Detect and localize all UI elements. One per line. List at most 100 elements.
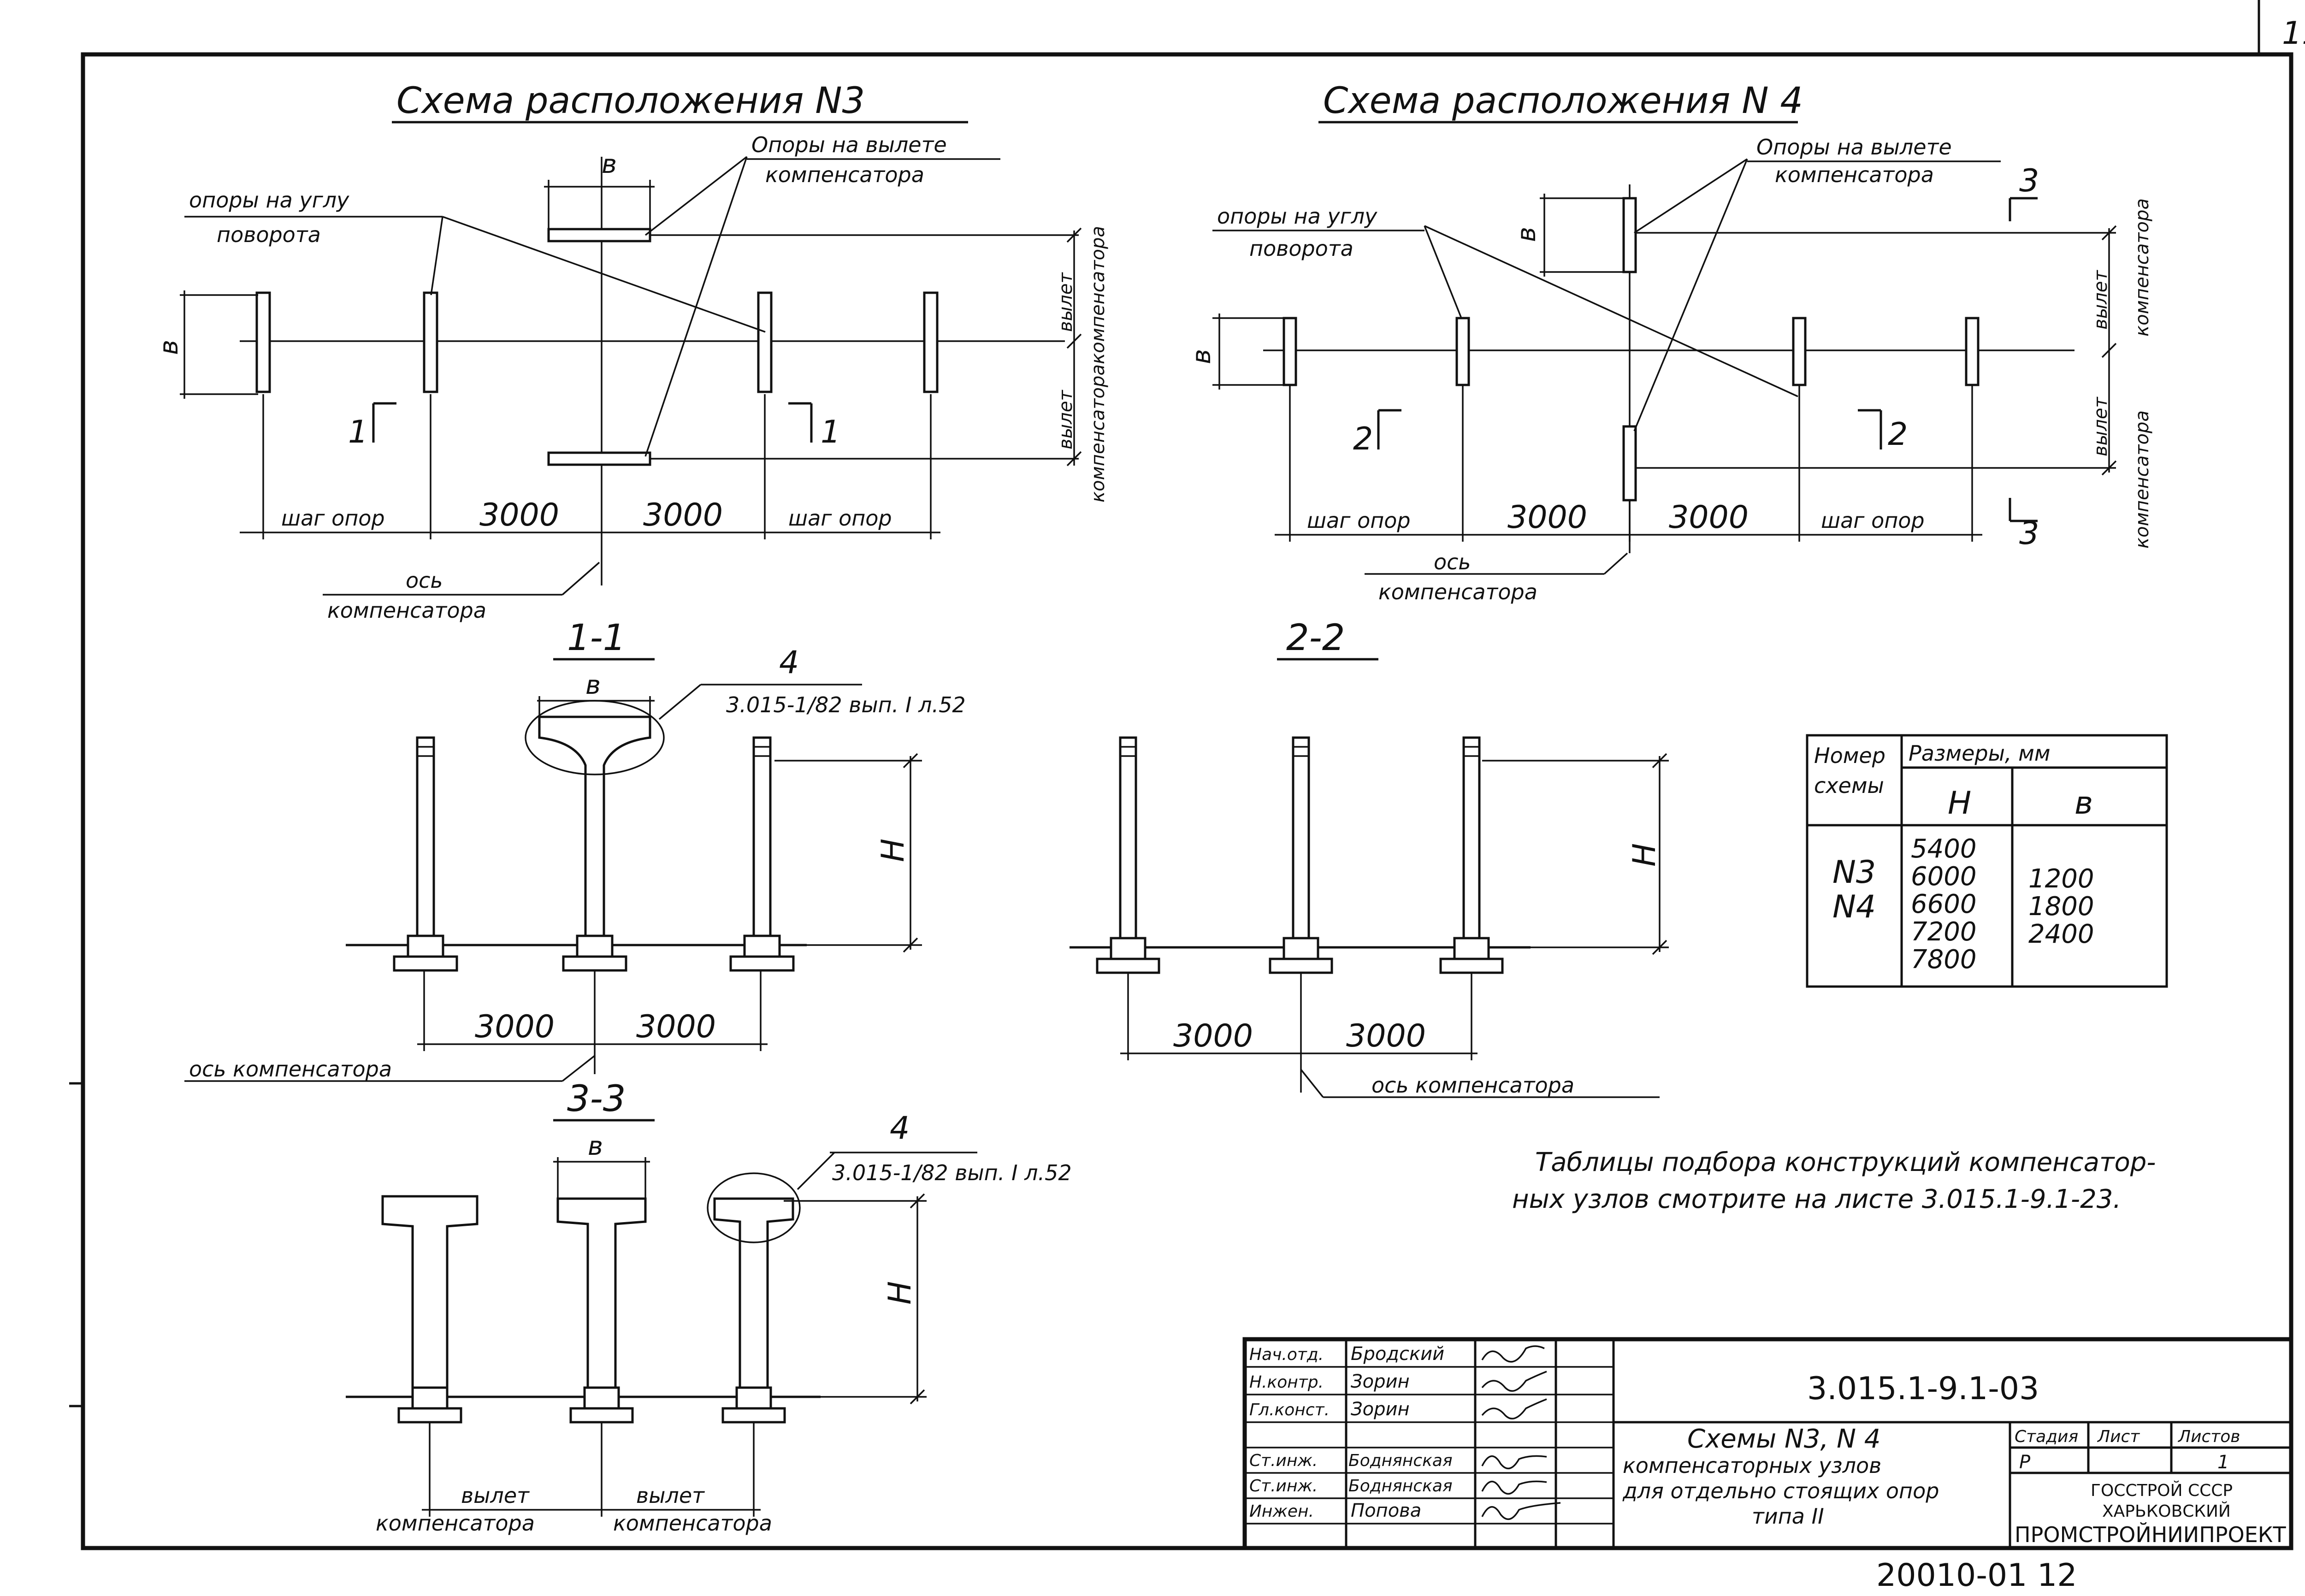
outrigger-label: вылет [1055, 272, 1076, 332]
section-mark-2: 2 [1888, 416, 1908, 453]
column-foot [397, 1407, 462, 1424]
dim-b-left: в [154, 340, 184, 355]
stage-header: Стадия [2015, 1427, 2078, 1446]
outrigger-label: компенсатора [2132, 410, 2153, 549]
signer-role: Инжен. [1249, 1502, 1314, 1521]
support-post [423, 291, 438, 393]
signer-role: Нач.отд. [1249, 1345, 1324, 1364]
section-1-1: 1-1 в 4 3.015-1/82 вып. I л.52 [184, 617, 966, 1082]
section-mark-3: 3 [2019, 515, 2039, 552]
outrigger-label: вылет [2090, 396, 2111, 456]
dim-h: Н [882, 1281, 918, 1305]
scheme-4-plan: Схема расположения N 4 в в опоры на углу [1187, 80, 2153, 604]
table-h-value: 7800 [1911, 945, 1977, 975]
description-line: для отдельно стоящих опор [1622, 1478, 1939, 1503]
section-mark-1: 1 [821, 414, 840, 450]
column-base [411, 1386, 449, 1410]
signer-role: Ст.инж. [1249, 1451, 1318, 1470]
outrigger-label: компенсатора [376, 1511, 535, 1536]
section-2-2: 2-2 Н 3000 3000 ось компенсатора [1070, 617, 1669, 1098]
outrigger-support [547, 228, 651, 242]
section-2-2-title: 2-2 [1286, 617, 1345, 659]
column-foot [729, 955, 795, 972]
outrigger-label: компенсатора [1087, 364, 1109, 502]
span-3000: 3000 [1669, 499, 1749, 536]
signer-name: Зорин [1351, 1399, 1410, 1420]
section-3-3: 3-3 в 4 3.015-1/82 вып. I л.52 Н вылет [346, 1078, 1072, 1536]
drawing-code: 3.015.1-9.1-03 [1807, 1371, 2039, 1407]
span-3000: 3000 [475, 1009, 555, 1045]
org-line: ХАРЬКОВСКИЙ [2102, 1501, 2231, 1521]
column-foot [1096, 958, 1160, 974]
axis-label: компенсатора [1378, 579, 1537, 604]
step-label: шаг опор [1307, 508, 1411, 533]
table-scheme: N4 [1832, 889, 1876, 925]
column-foot [721, 1407, 786, 1424]
title-block: Нач.отд. Бродский Н.контр. Зорин Гл.конс… [1242, 1337, 2293, 1550]
span-3000: 3000 [1173, 1018, 1253, 1054]
step-label: шаг опор [281, 506, 385, 531]
column-foot [569, 1407, 634, 1424]
dim-b: в [585, 670, 601, 700]
scheme-3-plan: Схема расположения N3 в в оп [154, 80, 1109, 623]
table-col-b: в [2074, 785, 2093, 822]
signer-role: Ст.инж. [1249, 1477, 1318, 1496]
outrigger-label: вылет [1055, 390, 1076, 449]
axis-label: ось компенсатора [1371, 1073, 1574, 1098]
signer-name: Боднянская [1348, 1477, 1453, 1496]
signer-name: Попова [1351, 1500, 1421, 1521]
support-post [1965, 317, 1980, 386]
callout-reference: 3.015-1/82 вып. I л.52 [832, 1160, 1072, 1185]
t-head-column [713, 1197, 794, 1394]
column-base [735, 1386, 772, 1410]
dim-b: в [1512, 227, 1542, 242]
table-header-sizes: Размеры, мм [1909, 741, 2051, 766]
support-post [923, 291, 939, 393]
outrigger-label: компенсатора [2132, 198, 2153, 337]
column-base [1453, 937, 1490, 960]
column-base [1110, 937, 1147, 960]
signature [1481, 1455, 1547, 1470]
table-h-value: 6600 [1911, 889, 1977, 919]
step-label: шаг опор [788, 506, 892, 531]
column-foot [393, 955, 458, 972]
org-line: ПРОМСТРОЙНИИПРОЕКТ [2015, 1522, 2286, 1547]
table-h-value: 5400 [1911, 834, 1977, 864]
column-base [583, 1386, 620, 1410]
stage-value: Р [2019, 1452, 2031, 1473]
column-foot [1269, 958, 1333, 974]
scheme-3-title: Схема расположения N3 [396, 80, 865, 122]
column-post [1119, 736, 1137, 944]
column-post [1292, 736, 1310, 944]
section-1-1-title: 1-1 [567, 617, 626, 659]
signature [1481, 1398, 1547, 1420]
table-h-value: 7200 [1911, 917, 1977, 947]
outrigger-label: вылет [636, 1483, 705, 1508]
table-b-value: 1800 [2028, 892, 2094, 922]
corner-supports-label: поворота [217, 222, 321, 247]
span-3000: 3000 [1507, 499, 1587, 536]
dimensions-table: Номер схемы Размеры, мм Н в N3 N4 5400 6… [1806, 734, 2168, 988]
callout-number: 4 [890, 1110, 910, 1147]
support-post [1283, 317, 1297, 386]
signature [1481, 1345, 1545, 1363]
signer-role: Н.контр. [1249, 1373, 1324, 1392]
table-h-value: 6000 [1911, 862, 1977, 892]
column-base [576, 934, 614, 958]
outrigger-label: вылет [461, 1483, 530, 1508]
sheets-value: 1 [2217, 1452, 2229, 1473]
support-post [757, 291, 773, 393]
column-foot [562, 955, 627, 972]
org-line: ГОССТРОЙ СССР [2091, 1481, 2233, 1500]
step-label: шаг опор [1821, 508, 1925, 533]
t-head-column [538, 715, 651, 942]
signer-name: Бродский [1351, 1343, 1444, 1365]
scheme-4-title: Схема расположения N 4 [1323, 80, 1803, 122]
axis-label: компенсатора [327, 598, 486, 623]
outrigger-supports-label: компенсатора [765, 162, 924, 187]
note-line: Таблицы подбора конструкций компенсатор- [1535, 1147, 2156, 1177]
dim-h: Н [1626, 843, 1663, 867]
axis-label: ось компенсатора [189, 1057, 392, 1082]
table-b-value: 1200 [2028, 864, 2094, 894]
